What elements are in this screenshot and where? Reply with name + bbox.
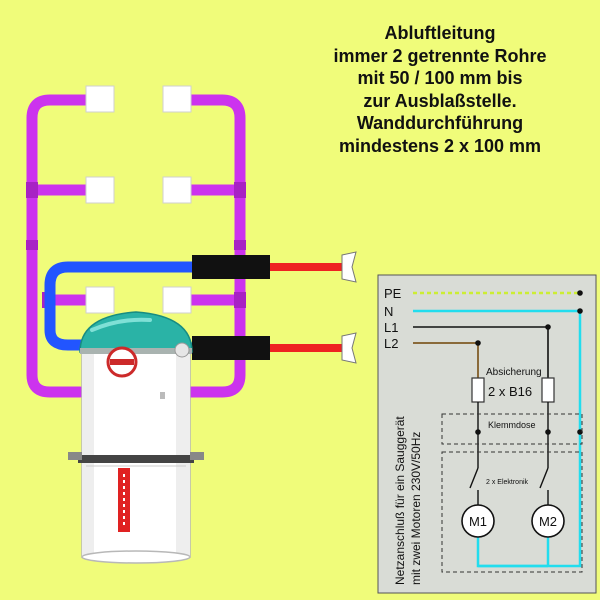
unit-body	[81, 344, 191, 558]
line-label-l1: L1	[384, 320, 398, 335]
line-label-pe: PE	[384, 286, 402, 301]
exhaust-outlet	[341, 332, 357, 364]
schematic-panel	[377, 274, 597, 594]
instruction-line-6: mindestens 2 x 100 mm	[338, 135, 542, 156]
suction-socket	[162, 286, 192, 314]
suction-socket	[162, 85, 192, 113]
instruction-line-5: Wanddurchführung	[356, 113, 524, 133]
instruction-line-3: mit 50 / 100 mm bis	[357, 68, 523, 88]
silencer	[192, 255, 270, 279]
motor-m2-label: M2	[539, 514, 557, 529]
unit-clamp-band	[78, 455, 194, 463]
suction-socket	[85, 176, 115, 204]
line-label-l2: L2	[384, 336, 398, 351]
silencer	[192, 336, 270, 360]
inlet-pipe-blue	[44, 261, 201, 351]
electronics-label: 2 x Elektronik	[486, 479, 529, 486]
wiring-schematic: PE N L1 L2 Absicherung 2 x B16 Klemmdose…	[377, 274, 597, 594]
exhaust-pipe	[270, 263, 342, 271]
inlet-port	[174, 342, 190, 358]
instruction-line-2: immer 2 getrennte Rohre	[333, 45, 547, 66]
unit-bottom	[81, 550, 191, 564]
unit-lid	[79, 311, 193, 353]
line-label-n: N	[384, 304, 393, 319]
instruction-line-4: zur Ausblaßstelle.	[363, 90, 517, 111]
exhaust-instruction-text: Abluftleitung immer 2 getrennte Rohre mi…	[300, 22, 580, 157]
side-text-line-1: Netzanschluß für ein Sauggerät	[393, 416, 407, 585]
suction-socket	[85, 286, 115, 314]
pipe-joints	[26, 182, 246, 308]
motor-m2	[531, 504, 565, 538]
motor-m1-label: M1	[469, 514, 487, 529]
fuse-label: Absicherung	[486, 367, 542, 378]
suction-socket	[85, 85, 115, 113]
wire-n	[413, 309, 582, 568]
side-text-line-2: mit zwei Motoren 230V/50Hz	[409, 432, 423, 585]
suction-wall-sockets	[85, 85, 192, 314]
switch-m1	[469, 467, 479, 489]
exhaust-pipe	[270, 344, 342, 352]
instruction-line-1: Abluftleitung	[384, 23, 496, 43]
exhaust-lower	[192, 332, 357, 364]
fuse-value: 2 x B16	[488, 384, 532, 399]
exhaust-upper	[192, 251, 357, 283]
terminal-label: Klemmdose	[488, 420, 536, 430]
central-vacuum-unit	[68, 311, 204, 564]
switch-m2	[539, 467, 549, 489]
unit-clamp-latch	[190, 452, 204, 460]
fuse-l2	[471, 377, 485, 403]
suction-socket	[162, 176, 192, 204]
fuse-l1	[541, 377, 555, 403]
unit-clamp-latch	[68, 452, 82, 460]
exhaust-outlet	[341, 251, 357, 283]
terminal-box	[441, 413, 583, 445]
motor-m1	[461, 504, 495, 538]
electronics-box	[441, 451, 583, 573]
